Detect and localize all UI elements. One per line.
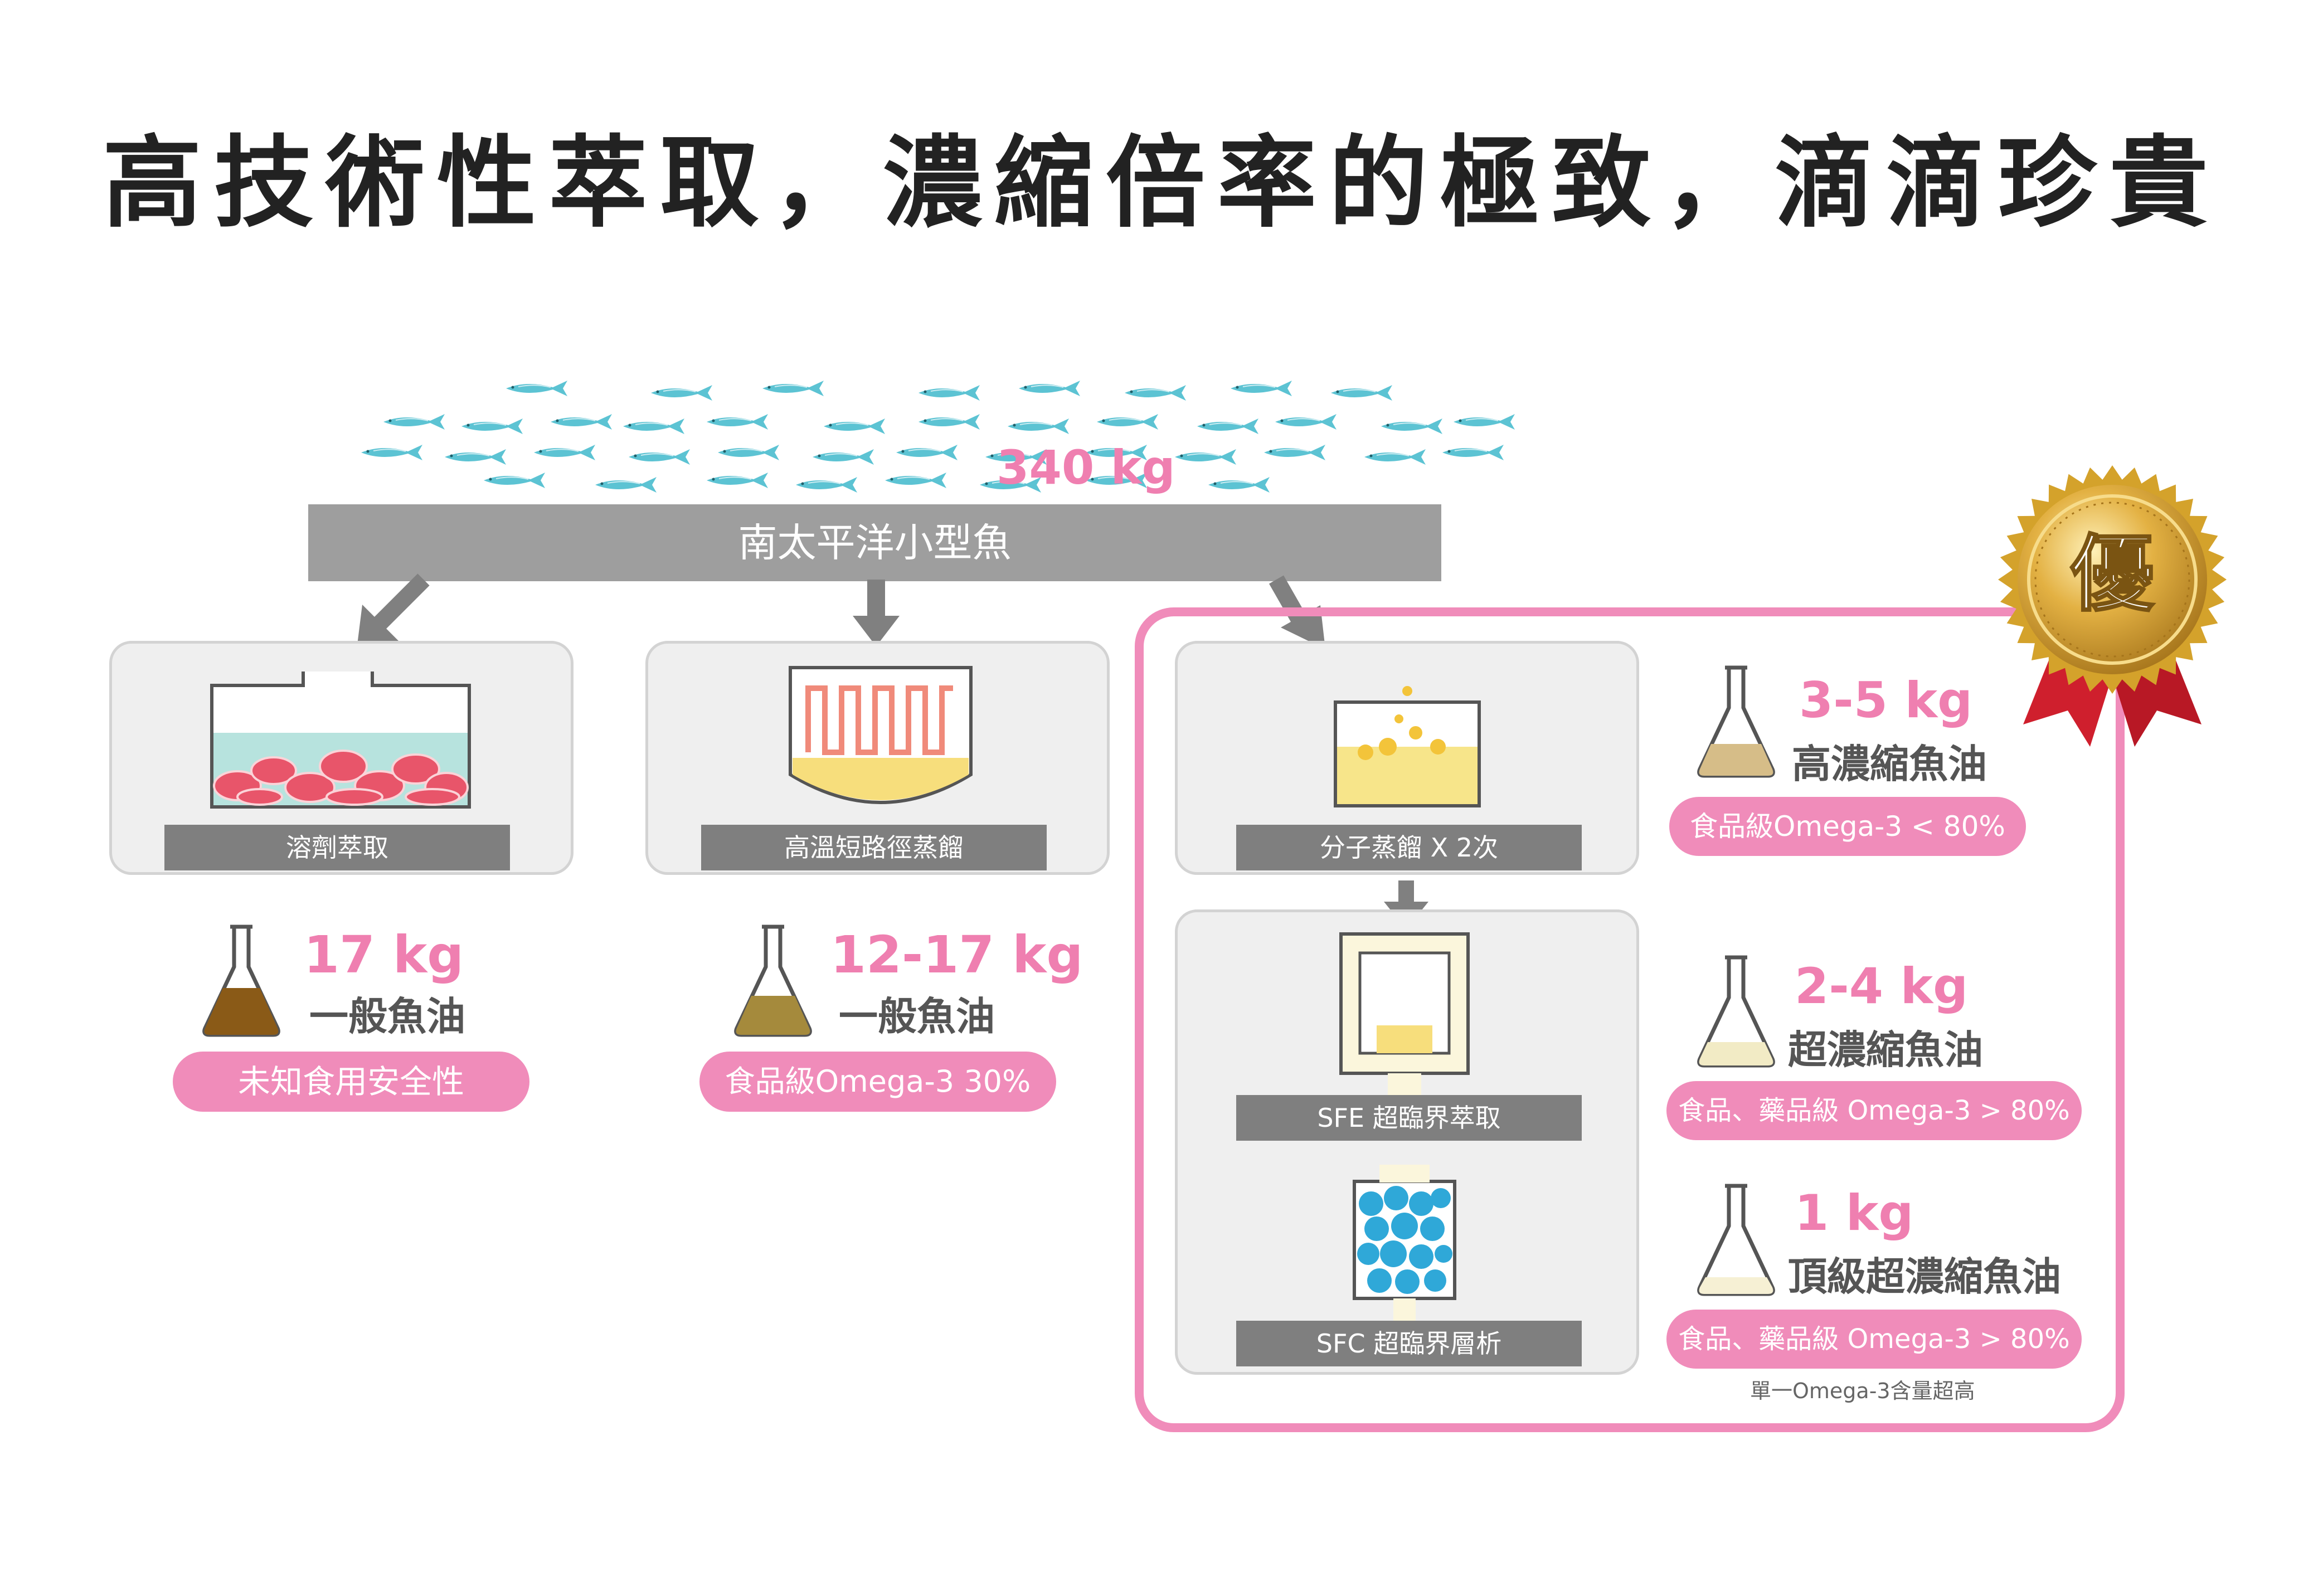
fish-icon: [461, 419, 523, 434]
fish-icon: [1264, 445, 1325, 460]
fish-icon: [985, 449, 1047, 465]
process-label-sfc: SFC 超臨界層析: [1236, 1321, 1582, 1366]
distillation-icon: [789, 666, 973, 805]
premium-frame: [1135, 607, 2125, 1432]
fish-icon: [918, 385, 980, 401]
product-distillation: 一般魚油: [839, 994, 995, 1039]
fish-icon: [534, 445, 595, 460]
product-high: 高濃縮魚油: [1792, 741, 1987, 787]
product-top: 頂級超濃縮魚油: [1788, 1254, 2061, 1300]
fish-icon: [896, 445, 958, 460]
flask-icon: [202, 924, 280, 1037]
award-medal-icon: 優: [1998, 465, 2227, 747]
process-label-solvent: 溶劑萃取: [164, 825, 510, 870]
fish-icon: [506, 381, 567, 396]
flask-icon: [1697, 1184, 1775, 1296]
fish-icon: [762, 381, 824, 396]
fish-weight: 340 kg: [997, 440, 1175, 495]
fish-icon: [1364, 449, 1426, 465]
fish-icon: [445, 449, 506, 465]
note-top: 單一Omega-3含量超高: [1750, 1379, 1975, 1403]
quantity-ultra: 2-4 kg: [1795, 957, 1969, 1015]
fish-icon: [1197, 419, 1258, 434]
fish-icon: [623, 419, 684, 434]
process-label-sfe: SFE 超臨界萃取: [1236, 1095, 1582, 1141]
flask-icon: [1697, 955, 1775, 1068]
process-label-distillation: 高溫短路徑蒸餾: [701, 825, 1047, 870]
solvent-tank-icon: [210, 672, 471, 809]
fish-icon: [1381, 419, 1442, 434]
fish-icon: [383, 414, 445, 430]
fish-icon: [651, 385, 712, 401]
fish-icon: [885, 473, 946, 488]
page-title: 高技術性萃取，濃縮倍率的極致，滴滴珍貴: [103, 125, 2220, 241]
fish-icon: [1231, 381, 1292, 396]
grade-pill-distillation: 食品級Omega-3 30%: [699, 1052, 1056, 1112]
fish-icon: [1086, 473, 1147, 488]
fish-icon: [1275, 414, 1337, 430]
process-label-molecular: 分子蒸餾 X 2次: [1236, 825, 1582, 870]
grade-pill-high: 食品級Omega-3 < 80%: [1669, 797, 2026, 856]
fish-icon: [1454, 414, 1515, 430]
arrow-down-icon: [853, 580, 900, 646]
quantity-solvent: 17 kg: [304, 925, 464, 985]
fish-icon: [1097, 414, 1158, 430]
fish-icon: [551, 414, 612, 430]
fish-icon: [1175, 449, 1236, 465]
fish-icon: [629, 449, 690, 465]
supercritical-column-icon: [1339, 932, 1470, 1321]
fish-icon: [918, 414, 980, 430]
source-bar: 南太平洋小型魚: [308, 504, 1441, 581]
product-ultra: 超濃縮魚油: [1788, 1027, 1983, 1073]
flask-icon: [734, 924, 812, 1037]
quantity-distillation: 12-17 kg: [830, 925, 1083, 985]
flask-icon: [1697, 665, 1775, 778]
fish-icon: [595, 477, 657, 493]
fish-icon: [1008, 419, 1069, 434]
molecular-distillation-icon: [1334, 686, 1481, 807]
quantity-top: 1 kg: [1795, 1184, 1914, 1242]
fish-icon: [1208, 477, 1270, 493]
arrow-down-icon: [357, 573, 430, 649]
fish-icon: [707, 414, 768, 430]
fish-icon: [718, 445, 779, 460]
fish-school: [357, 362, 1515, 502]
fish-icon: [980, 477, 1041, 493]
grade-pill-ultra: 食品、藥品級 Omega-3 > 80%: [1666, 1081, 2082, 1140]
fish-icon: [707, 473, 768, 488]
fish-icon: [1086, 445, 1147, 460]
fish-icon: [1019, 381, 1080, 396]
fish-icon: [484, 473, 545, 488]
fish-icon: [1331, 385, 1392, 401]
fish-icon: [1125, 385, 1186, 401]
fish-icon: [361, 445, 422, 460]
grade-pill-solvent: 未知食用安全性: [173, 1052, 529, 1112]
badge-text: 優: [2070, 526, 2155, 623]
quantity-high: 3-5 kg: [1799, 672, 1973, 729]
fish-icon: [824, 419, 885, 434]
grade-pill-top: 食品、藥品級 Omega-3 > 80%: [1666, 1310, 2082, 1369]
fish-icon: [1442, 445, 1504, 460]
fish-icon: [813, 449, 874, 465]
product-solvent: 一般魚油: [309, 994, 465, 1039]
fish-icon: [796, 477, 857, 493]
